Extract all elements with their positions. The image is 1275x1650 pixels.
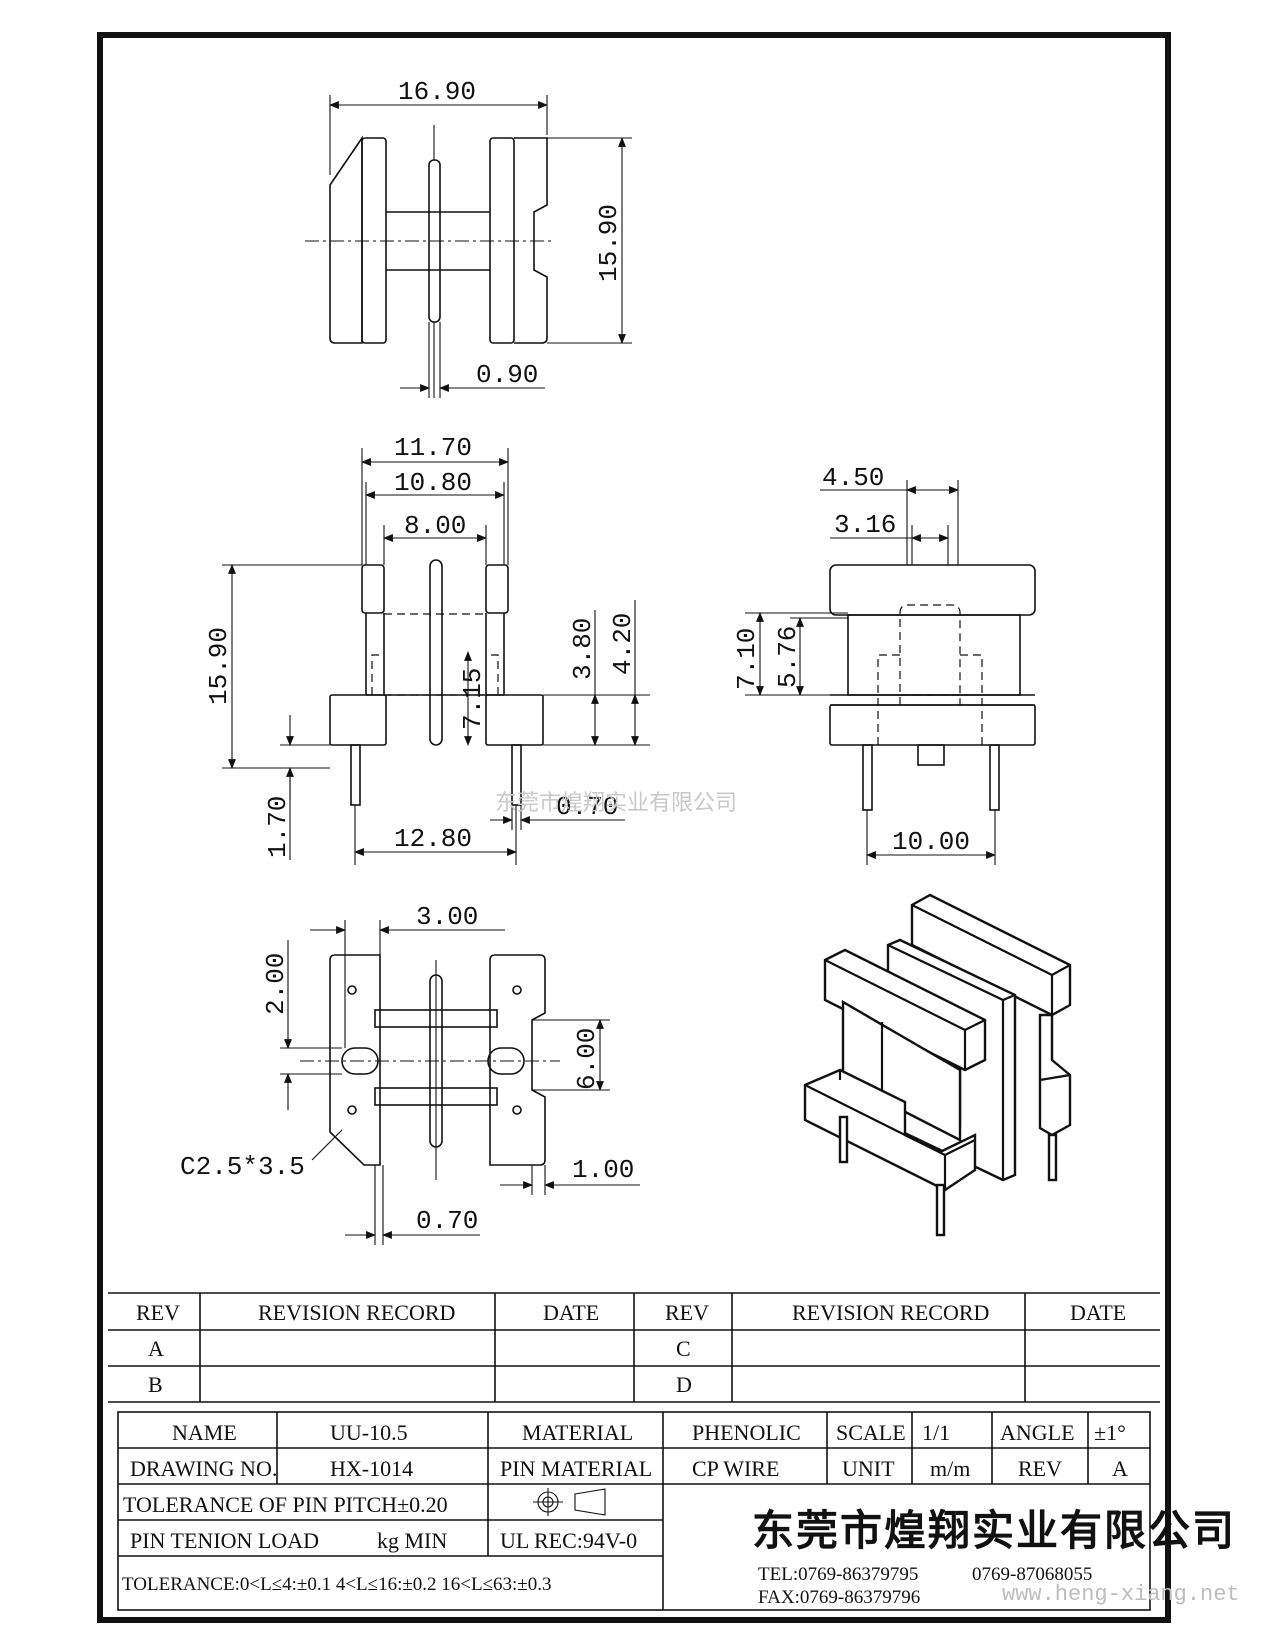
- tb-scale-label: SCALE: [836, 1420, 906, 1445]
- tb-rev-value: A: [1112, 1456, 1128, 1481]
- revision-table: REV REVISION RECORD DATE REV REVISION RE…: [108, 1292, 1160, 1403]
- tb-material-value: PHENOLIC: [692, 1420, 801, 1445]
- side-view: 4.50 3.16 7.10 5.76 10.00: [732, 463, 1036, 865]
- dim-bottom-chamfer: C2.5*3.5: [180, 1152, 305, 1182]
- dim-front-pin-span: 12.80: [394, 824, 472, 854]
- tb-name-label: NAME: [172, 1420, 237, 1445]
- tb-tenion-value: kg MIN: [377, 1528, 447, 1553]
- tb-pin-material-label: PIN MATERIAL: [500, 1456, 652, 1481]
- tb-scale-value: 1/1: [922, 1420, 950, 1445]
- dim-front-height: 15.90: [204, 627, 234, 705]
- rev-header-1: REV: [136, 1300, 180, 1325]
- bottom-view: 3.00 2.00 6.00 C2.5*3.5 1.00 0.70: [180, 902, 640, 1245]
- rev-header-2: REVISION RECORD: [258, 1300, 455, 1325]
- front-view: 11.70 10.80 8.00 15.90 1.70 3.80 4.20 7.…: [204, 433, 650, 865]
- tb-drawing-label: DRAWING NO.: [130, 1456, 277, 1481]
- rev-header-4: REV: [665, 1300, 709, 1325]
- tb-angle-value: ±1°: [1094, 1420, 1126, 1445]
- tb-drawing-value: HX-1014: [330, 1456, 413, 1481]
- title-block: NAME UU-10.5 MATERIAL PHENOLIC SCALE 1/1…: [117, 1411, 1236, 1611]
- rev-header-3: DATE: [543, 1300, 599, 1325]
- rev-header-6: DATE: [1070, 1300, 1126, 1325]
- dim-front-h380: 3.80: [568, 618, 598, 680]
- rev-header-5: REVISION RECORD: [792, 1300, 989, 1325]
- tb-name-value: UU-10.5: [330, 1420, 408, 1445]
- dim-front-pin-len: 1.70: [263, 796, 293, 858]
- dim-side-450: 4.50: [822, 463, 884, 493]
- dim-side-576: 5.76: [773, 626, 803, 688]
- dim-top-height: 15.90: [594, 204, 624, 282]
- dim-side-316: 3.16: [834, 510, 896, 540]
- dim-bottom-100: 1.00: [572, 1155, 634, 1185]
- projection-symbol-icon: [533, 1488, 606, 1516]
- top-view: 16.90 15.90 0.90: [305, 77, 632, 398]
- dim-front-w3: 8.00: [404, 511, 466, 541]
- rev-row-c: C: [676, 1336, 691, 1361]
- watermark-corner: www.heng-xiang.net: [1002, 1582, 1240, 1607]
- dim-front-w1: 11.70: [394, 433, 472, 463]
- dim-front-h420: 4.20: [608, 613, 638, 675]
- tb-rev-label: REV: [1018, 1456, 1062, 1481]
- dim-side-pin-span: 10.00: [892, 827, 970, 857]
- tb-unit-label: UNIT: [842, 1456, 895, 1481]
- rev-row-d: D: [676, 1372, 692, 1397]
- dim-bottom-200: 2.00: [261, 953, 291, 1015]
- tb-fax: FAX:0769-86379796: [758, 1587, 920, 1608]
- tb-company: 东莞市煌翔实业有限公司: [752, 1506, 1236, 1555]
- isometric-view: [803, 893, 1072, 1237]
- tb-tolerance-pitch: TOLERANCE OF PIN PITCH±0.20: [123, 1492, 448, 1517]
- dim-bottom-600: 6.00: [572, 1028, 602, 1090]
- watermark-center: 东莞市煌翔实业有限公司: [495, 791, 737, 816]
- dim-front-w2: 10.80: [394, 468, 472, 498]
- dim-bottom-300: 3.00: [416, 902, 478, 932]
- tb-ul: UL REC:94V-0: [500, 1528, 637, 1553]
- tb-material-label: MATERIAL: [522, 1420, 633, 1445]
- dim-top-pin: 0.90: [476, 360, 538, 390]
- tb-angle-label: ANGLE: [1000, 1420, 1075, 1445]
- rev-row-b: B: [148, 1372, 163, 1397]
- dim-front-h715: 7.15: [458, 668, 488, 730]
- dim-front-pin-w: 0.70: [556, 792, 618, 822]
- dim-bottom-070: 0.70: [416, 1206, 478, 1236]
- dim-top-width: 16.90: [398, 77, 476, 107]
- tb-pin-material-value: CP WIRE: [692, 1456, 779, 1481]
- tb-tel2: 0769-87068055: [972, 1564, 1092, 1585]
- dim-side-710: 7.10: [732, 628, 762, 690]
- tb-tel: TEL:0769-86379795: [758, 1564, 918, 1585]
- tb-unit-value: m/m: [930, 1456, 970, 1481]
- outer-frame: [97, 32, 1171, 1623]
- tb-tenion-label: PIN TENION LOAD: [130, 1528, 319, 1553]
- tb-tolerance-general: TOLERANCE:0<L≤4:±0.1 4<L≤16:±0.2 16<L≤63…: [122, 1574, 552, 1595]
- rev-row-a: A: [148, 1336, 164, 1361]
